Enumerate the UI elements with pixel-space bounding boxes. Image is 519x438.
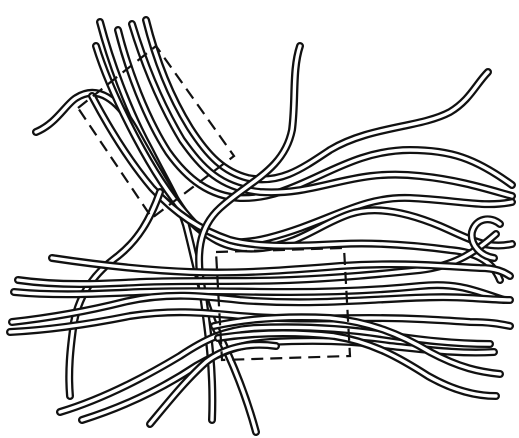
fiber-core xyxy=(96,46,512,249)
fiber-12 xyxy=(52,258,510,276)
fiber-outline xyxy=(96,46,512,249)
fiber-6 xyxy=(96,46,512,249)
fiber-outline xyxy=(100,22,256,432)
fiber-1 xyxy=(100,22,256,432)
